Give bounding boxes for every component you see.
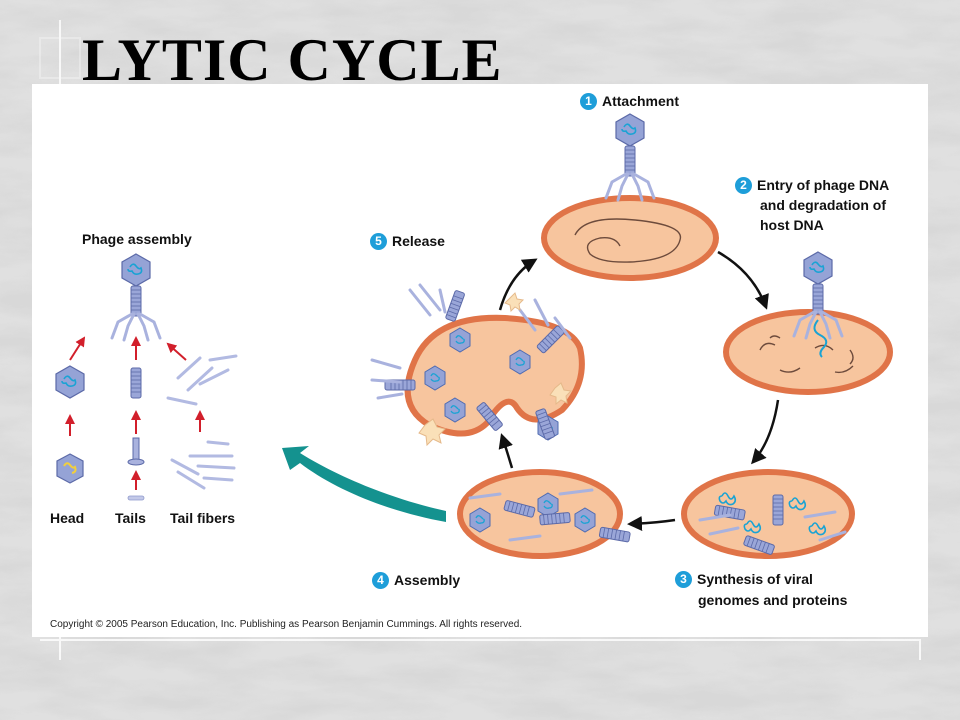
lytic-cycle-diagram-panel: 1 Attachment 2 Entry of phage DNA and degr… <box>32 84 928 637</box>
tails-label: Tails <box>115 510 146 526</box>
synthesis-label-line-1: Synthesis of viral <box>697 571 813 587</box>
entry-label-line-1: Entry of phage DNA <box>757 177 890 193</box>
stage-1-label: 1 Attachment <box>580 91 679 111</box>
stage-5-label: 5 Release <box>370 231 445 251</box>
stage-5-badge: 5 <box>370 233 387 250</box>
release-label: Release <box>392 233 445 249</box>
cycle-arrows <box>498 250 780 532</box>
tail-fibers-label: Tail fibers <box>170 510 236 526</box>
lytic-cycle-diagram <box>55 84 893 559</box>
head-label: Head <box>50 510 85 526</box>
synthesis-stage-illustration <box>681 469 855 559</box>
attachment-stage-illustration <box>541 114 719 281</box>
assembly-label: Assembly <box>394 572 461 588</box>
stage-1-badge: 1 <box>580 93 597 110</box>
stage-3-badge: 3 <box>675 571 692 588</box>
stage-4-badge: 4 <box>372 572 389 589</box>
stage-3-label: 3 Synthesis of viral <box>675 569 813 589</box>
copyright-notice: Copyright © 2005 Pearson Education, Inc.… <box>50 619 523 630</box>
entry-label-line-3: host DNA <box>760 217 824 233</box>
entry-stage-illustration <box>723 252 893 395</box>
synthesis-label-line-2: genomes and proteins <box>698 592 848 608</box>
attachment-label: Attachment <box>602 93 680 109</box>
release-stage-illustration <box>370 283 585 447</box>
stage-2-label: 2 Entry of phage DNA <box>735 175 889 195</box>
phage-assembly-title: Phage assembly <box>82 231 192 247</box>
entry-label-line-2: and degradation of <box>760 197 886 213</box>
phage-assembly-illustration <box>55 254 238 501</box>
assembly-stage-illustration <box>457 469 631 559</box>
teal-arrow <box>282 446 446 522</box>
stage-2-badge: 2 <box>735 177 752 194</box>
stage-4-label: 4 Assembly <box>372 570 460 590</box>
page-title: LYTIC CYCLE <box>82 27 503 93</box>
